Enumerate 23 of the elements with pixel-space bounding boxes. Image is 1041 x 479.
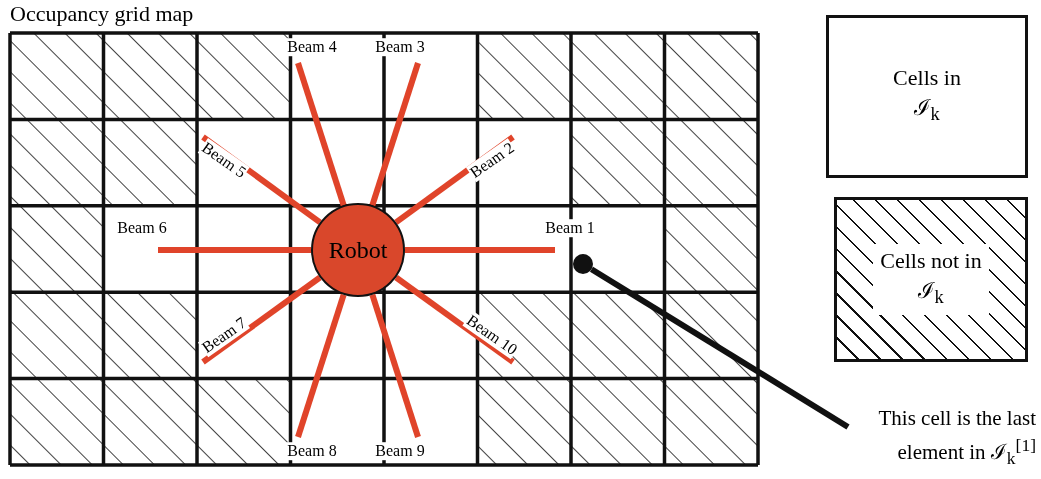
marker-dot bbox=[573, 254, 593, 274]
node-label: Cells not in ℐ$_{k}$ bbox=[873, 244, 989, 315]
edge-label: Beam 9 bbox=[374, 442, 426, 460]
robot-label: Robot bbox=[328, 236, 388, 264]
robot-circle bbox=[311, 203, 405, 297]
legend-box bbox=[834, 197, 1028, 362]
legend-box bbox=[826, 15, 1028, 178]
beam-line bbox=[369, 62, 421, 207]
edge-label: Beam 4 bbox=[286, 38, 338, 56]
beam-line bbox=[405, 247, 555, 253]
beam-line bbox=[158, 247, 311, 253]
edge-label: Beam 1 bbox=[544, 219, 596, 237]
beam-line bbox=[295, 62, 347, 207]
leader-line bbox=[589, 266, 850, 430]
edge-label: Beam 7 bbox=[197, 313, 251, 357]
title: Occupancy grid map bbox=[10, 0, 194, 28]
beam-line bbox=[394, 275, 515, 365]
edge-label: Beam 8 bbox=[286, 442, 338, 460]
node-label: Cells in ℐ$_{k}$ bbox=[892, 64, 962, 127]
beam-line bbox=[369, 293, 421, 438]
edge-label: Beam 3 bbox=[374, 38, 426, 56]
beam-line bbox=[201, 275, 322, 365]
beam-line bbox=[295, 293, 347, 438]
